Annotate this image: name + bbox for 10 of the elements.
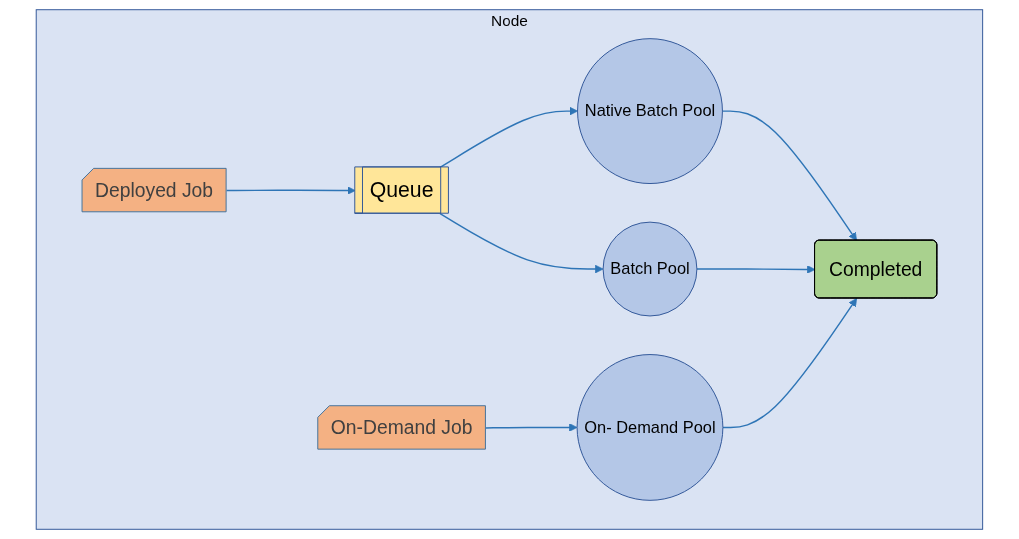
arrow <box>439 106 578 169</box>
arrow <box>696 265 816 274</box>
arrow <box>225 186 356 195</box>
node-circle: Batch Pool <box>602 221 698 317</box>
arrow <box>485 423 578 432</box>
arrow <box>722 298 858 429</box>
arrow <box>721 110 857 241</box>
node-circle: Native Batch Pool <box>577 38 723 184</box>
node-circle: On- Demand Pool <box>576 354 724 501</box>
arrow <box>439 213 604 274</box>
